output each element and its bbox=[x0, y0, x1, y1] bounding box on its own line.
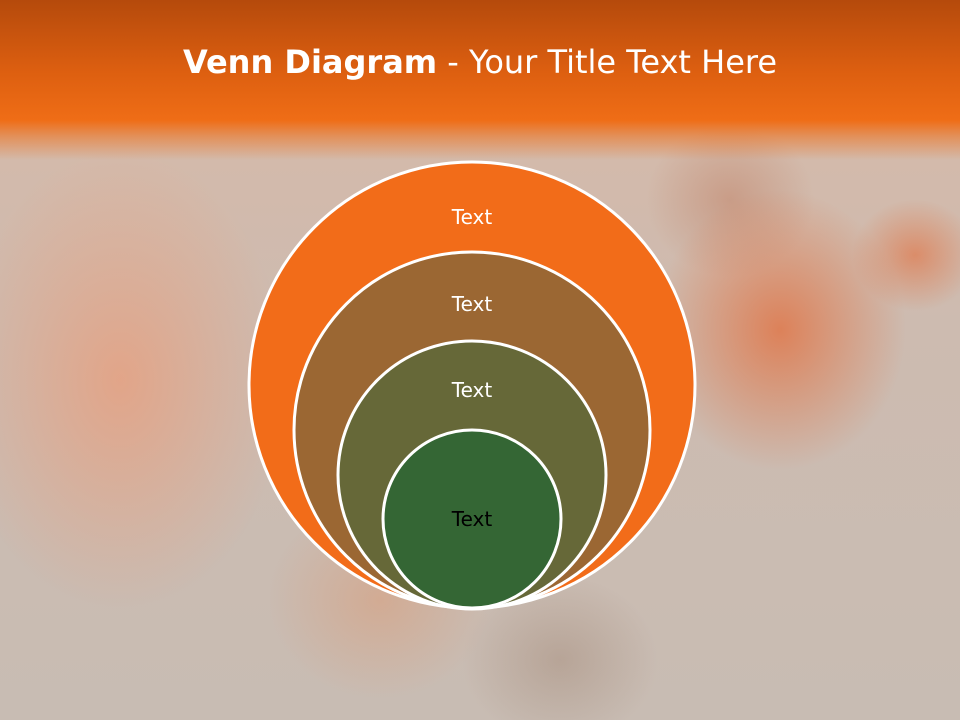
title-bar bbox=[0, 0, 960, 160]
title-rest: - Your Title Text Here bbox=[437, 43, 778, 81]
title-bold: Venn Diagram bbox=[182, 43, 438, 81]
venn-label-third: Text bbox=[451, 378, 493, 402]
venn-label-second: Text bbox=[451, 292, 493, 316]
venn-circle-inner bbox=[381, 428, 563, 610]
venn-label-inner: Text bbox=[451, 507, 493, 531]
slide-title: Venn Diagram - Your Title Text Here bbox=[0, 40, 960, 84]
venn-label-outer: Text bbox=[451, 205, 493, 229]
